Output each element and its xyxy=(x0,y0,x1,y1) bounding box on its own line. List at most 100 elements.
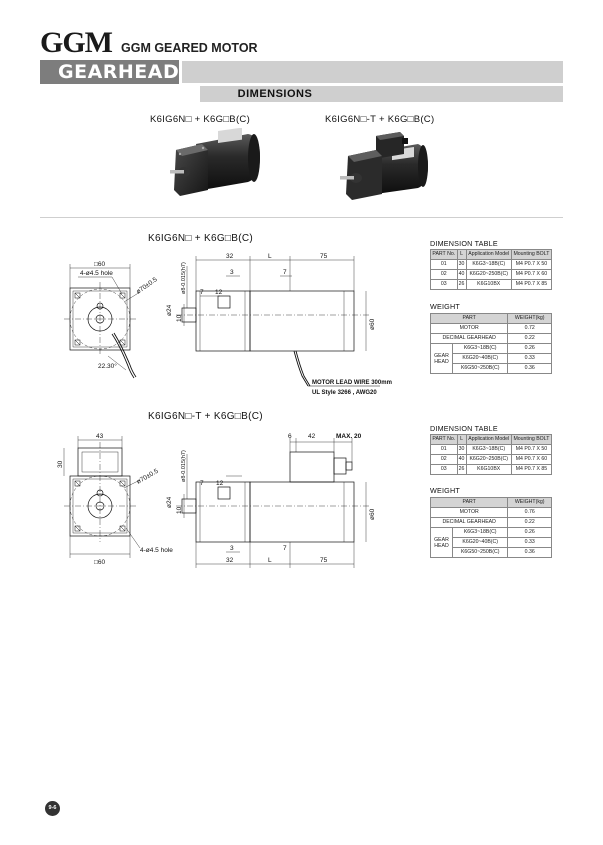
cell: 03 xyxy=(430,464,458,475)
d1-wire-spec-label: UL Style 3266 , AWG20 xyxy=(312,390,377,396)
cell: K6G20~250B(C) xyxy=(465,269,512,280)
motor-photo-standard xyxy=(170,128,260,196)
d1-12-label: 12 xyxy=(215,289,223,296)
cell-gear-head: GEAR HEAD xyxy=(430,527,453,558)
d1-square-label: □60 xyxy=(94,261,106,268)
d1-24-label: ø24 xyxy=(166,304,173,316)
d1-32-label: 32 xyxy=(226,253,234,260)
d1-60-label: ø60 xyxy=(369,318,376,330)
dimension-table-2: PART No. L Application Model Mounting BO… xyxy=(430,434,553,475)
cell: K6G20~40B(C) xyxy=(451,537,509,548)
cell: MOTOR xyxy=(429,507,509,518)
dimensions-title: DIMENSIONS xyxy=(237,88,313,100)
d2-max20-label: MAX. 20 xyxy=(336,433,362,440)
d1-7b-label: 7 xyxy=(200,289,204,296)
section-tab xyxy=(40,60,182,84)
cell: M4 P0.7 X 85 xyxy=(510,279,553,290)
col-bolt: Mounting BOLT xyxy=(510,434,553,445)
col-l: L xyxy=(456,249,467,260)
weight-table-2: PART WEIGHT(kg) MOTOR 0.76 DECIMAL GEARH… xyxy=(429,497,552,558)
cell: K6G50~250B(C) xyxy=(451,547,509,558)
d1-angle-label: 22.30° xyxy=(98,362,117,370)
cell: K6G50~250B(C) xyxy=(451,363,509,374)
cell: 0.72 xyxy=(507,323,552,334)
drawing1-standard: □60 4-ø4.5 hole ø70±0.5 22.30° 32 L 75 3… xyxy=(64,253,392,396)
cell: DECIMAL GEARHEAD xyxy=(429,517,509,528)
d2-6-label: 6 xyxy=(288,433,292,440)
col-weight: WEIGHT(kg) xyxy=(507,497,552,508)
cell: MOTOR xyxy=(429,323,509,334)
col-model: Application Model xyxy=(465,434,512,445)
cell: 26 xyxy=(456,464,467,475)
col-part: PART xyxy=(429,497,509,508)
cell: K6G20~250B(C) xyxy=(465,454,512,465)
col-bolt: Mounting BOLT xyxy=(510,249,553,260)
cell: K6G10BX xyxy=(465,464,512,475)
d2-43-label: 43 xyxy=(96,433,104,440)
brand-header: GGM GGM GEARED MOTOR xyxy=(40,26,258,60)
d1-10-label: 10 xyxy=(176,314,183,322)
d1-L-label: L xyxy=(268,253,272,260)
table-row: 01 30 K6G3~18B(C) M4 P0.7 X 50 xyxy=(430,259,553,270)
section-separator xyxy=(40,217,563,218)
cell: 0.26 xyxy=(507,343,552,354)
col-l: L xyxy=(456,434,467,445)
cell: M4 P0.7 X 60 xyxy=(510,269,553,280)
cell: 40 xyxy=(456,269,467,280)
d2-10-label: 10 xyxy=(176,506,183,514)
cell: 0.76 xyxy=(507,507,552,518)
d2-L-label: L xyxy=(268,557,272,564)
drawing2-title: K6IG6N□-T + K6G□B(C) xyxy=(148,411,263,422)
d2-75-label: 75 xyxy=(320,557,328,564)
table-row: MOTOR 0.72 xyxy=(429,323,552,334)
cell: M4 P0.7 X 85 xyxy=(510,464,553,475)
cell: 0.33 xyxy=(507,537,552,548)
brand-title: GGM GEARED MOTOR xyxy=(121,41,258,55)
d2-12-label: 12 xyxy=(216,480,224,487)
table-row: GEAR HEAD K6G3~18B(C) 0.26 xyxy=(430,343,552,374)
cell: K6G20~40B(C) xyxy=(451,353,509,364)
cell: 01 xyxy=(430,259,458,270)
d2-square-label: □60 xyxy=(94,559,106,566)
table-row: 02 40 K6G20~250B(C) M4 P0.7 X 60 xyxy=(430,454,553,465)
d2-7b-label: 7 xyxy=(283,545,287,552)
photo-label-standard: K6IG6N□ + K6G□B(C) xyxy=(150,114,251,125)
cell: K6G3~18B(C) xyxy=(465,259,512,270)
weight-table-1: PART WEIGHT(kg) MOTOR 0.72 DECIMAL GEARH… xyxy=(429,313,552,374)
table-row: DECIMAL GEARHEAD 0.22 xyxy=(429,517,552,528)
col-weight: WEIGHT(kg) xyxy=(507,313,552,324)
cell: K6G3~18B(C) xyxy=(451,527,509,538)
cell: 0.22 xyxy=(507,333,552,344)
page-number: 9-6 xyxy=(45,801,60,816)
section-title: GEARHEAD xyxy=(58,61,180,83)
d1-wire-label: MOTOR LEAD WIRE 300mm xyxy=(312,380,392,386)
photo-label-terminal: K6IG6N□-T + K6G□B(C) xyxy=(325,114,435,125)
table-row: K6G50~250B(C) 0.36 xyxy=(431,547,552,558)
d2-pcd-label: ø70±0.5 xyxy=(136,468,160,486)
cell: DECIMAL GEARHEAD xyxy=(429,333,509,344)
d2-hole-label: 4-ø4.5 hole xyxy=(140,547,173,554)
cell: 02 xyxy=(430,269,458,280)
dimension-table-1: PART No. L Application Model Mounting BO… xyxy=(430,249,553,290)
drawing1-title: K6IG6N□ + K6G□B(C) xyxy=(148,233,254,244)
d1-3-label: 3 xyxy=(230,269,234,276)
d2-24-label: ø24 xyxy=(166,496,173,508)
d2-7-label: 7 xyxy=(200,480,204,487)
d1-pcd-label: ø70±0.5 xyxy=(135,276,159,296)
cell: 26 xyxy=(456,279,467,290)
table-row: K6G50~250B(C) 0.36 xyxy=(431,363,552,374)
col-part-no: PART No. xyxy=(430,249,458,260)
motor-photo-terminal xyxy=(340,132,428,200)
col-model: Application Model xyxy=(465,249,512,260)
table-row: 02 40 K6G20~250B(C) M4 P0.7 X 60 xyxy=(430,269,553,280)
cell: 30 xyxy=(456,444,467,455)
d2-42-label: 42 xyxy=(308,433,316,440)
d2-30-label: 30 xyxy=(57,460,64,468)
cell: K6G3~18B(C) xyxy=(465,444,512,455)
brand-logo: GGM xyxy=(40,26,113,59)
d1-75-label: 75 xyxy=(320,253,328,260)
table-row: MOTOR 0.76 xyxy=(429,507,552,518)
cell: 0.22 xyxy=(507,517,552,528)
cell-gear-head: GEAR HEAD xyxy=(430,343,453,374)
d1-hole-label: 4-ø4.5 hole xyxy=(80,270,113,277)
